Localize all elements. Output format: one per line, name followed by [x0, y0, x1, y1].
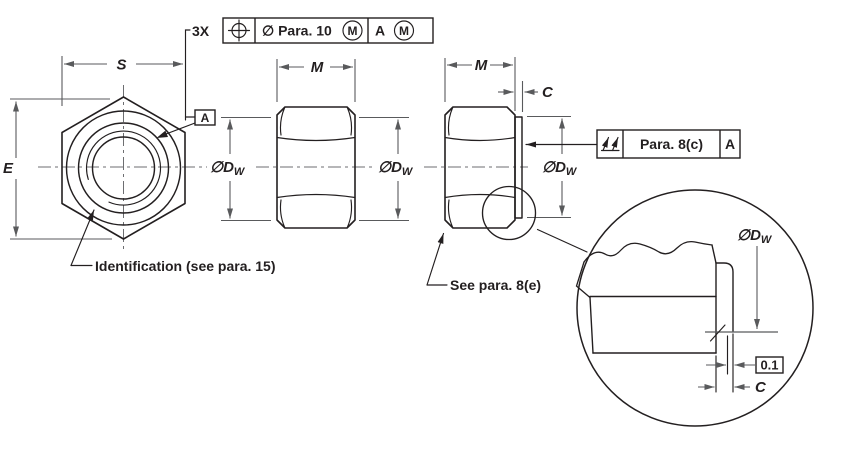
dia-dw-label: ∅DW	[542, 159, 578, 178]
pattern-count-label: 3X	[192, 23, 210, 39]
runout-fcf: Para. 8(c) A	[525, 129, 741, 159]
svg-text:M: M	[348, 24, 358, 38]
dia-dw-label: ∅DW	[210, 159, 246, 178]
dim-m-middle: M	[276, 59, 356, 102]
svg-text:M: M	[399, 24, 409, 38]
chamfer-circle	[77, 122, 170, 214]
leader-arrow	[426, 232, 445, 286]
washer-face-view: M C ∅DW Para. 8(c)	[426, 57, 741, 293]
edge-value: 0.1	[760, 358, 778, 373]
chamfer-arc	[447, 107, 454, 136]
chamfer-arc	[346, 107, 353, 136]
face-line	[444, 136, 516, 142]
face-line	[276, 193, 356, 199]
nut-body-outline	[276, 106, 356, 229]
dim-s: S	[61, 56, 183, 106]
runout-datum: A	[725, 136, 735, 152]
detail-connector-line	[536, 228, 588, 253]
dim-c-label: C	[755, 379, 767, 396]
face-line	[276, 136, 356, 142]
datum-leader	[165, 122, 196, 135]
chamfer-arc	[447, 199, 454, 228]
see-para-note: See para. 8(e)	[426, 232, 541, 293]
dim-dw-left: ∅DW	[210, 116, 271, 222]
body-right-edge	[711, 244, 717, 264]
fcf-frame	[596, 129, 741, 159]
datum-label: A	[201, 111, 210, 125]
mmc-modifier-icon: M	[342, 20, 363, 41]
total-runout-icon	[600, 136, 620, 152]
body-left-edge	[589, 296, 594, 354]
datum-triangle-icon	[156, 130, 168, 138]
runout-tolerance: Para. 8(c)	[640, 136, 703, 152]
identification-note: Identification (see para. 15)	[70, 209, 276, 274]
mmc-modifier-icon: M	[393, 20, 415, 41]
face-line	[444, 193, 516, 199]
dim-s-label: S	[116, 57, 126, 74]
chamfer-arc	[346, 199, 353, 228]
leader-arrow	[70, 209, 95, 267]
dim-m-label: M	[475, 57, 488, 74]
fcf-frame	[222, 17, 434, 44]
side-view: M ∅DW ∅DW	[210, 59, 414, 229]
dim-e: E	[3, 98, 112, 240]
front-view: S E A Identification (see para. 15)	[3, 56, 276, 274]
dim-edge-radius: 0.1	[706, 356, 784, 374]
dim-e-label: E	[3, 160, 14, 177]
break-edge	[575, 261, 591, 299]
basic-dim-box	[755, 356, 784, 374]
dia-dw-label: ∅DW	[737, 227, 773, 246]
chamfer-arc	[279, 107, 286, 136]
edge-break-slash	[709, 324, 726, 342]
position-fcf: 3X ∅ Para. 10 M A M	[184, 17, 434, 121]
dim-c-detail: C	[698, 379, 767, 396]
datum-a-flag: A	[156, 109, 216, 138]
detail-callout-circle	[481, 185, 537, 241]
washer-boss-profile	[715, 262, 734, 332]
dim-c: C	[498, 81, 554, 112]
dim-dw-face: ∅DW	[527, 115, 578, 219]
washer-face-boss	[514, 116, 523, 219]
dia-dw-label: ∅DW	[378, 159, 414, 178]
dim-dw-detail: ∅DW	[737, 227, 773, 329]
hexagon-outline	[61, 96, 186, 240]
break-line	[583, 240, 713, 263]
datum-box	[194, 109, 216, 126]
fcf-leader-line	[184, 29, 191, 121]
position-symbol-icon	[227, 19, 251, 42]
fcf-datum-ref: A	[375, 23, 385, 39]
detail-view: 0.1 C ∅DW	[575, 189, 814, 427]
dim-c-label: C	[542, 84, 554, 101]
thread-major-arc	[85, 130, 162, 206]
detail-boundary-circle	[576, 189, 814, 427]
dim-m-right: M	[444, 57, 516, 111]
dim-m-label: M	[311, 59, 324, 76]
nut-body-outline	[444, 106, 516, 229]
washer-face-circle	[65, 110, 182, 226]
thread-hole-circle	[91, 136, 156, 200]
identification-text: Identification (see para. 15)	[95, 258, 276, 274]
see-para-text: See para. 8(e)	[450, 277, 541, 293]
dim-dw-right: ∅DW	[359, 116, 414, 222]
chamfer-arc	[279, 199, 286, 228]
tolerance-value: ∅ Para. 10	[262, 23, 332, 39]
